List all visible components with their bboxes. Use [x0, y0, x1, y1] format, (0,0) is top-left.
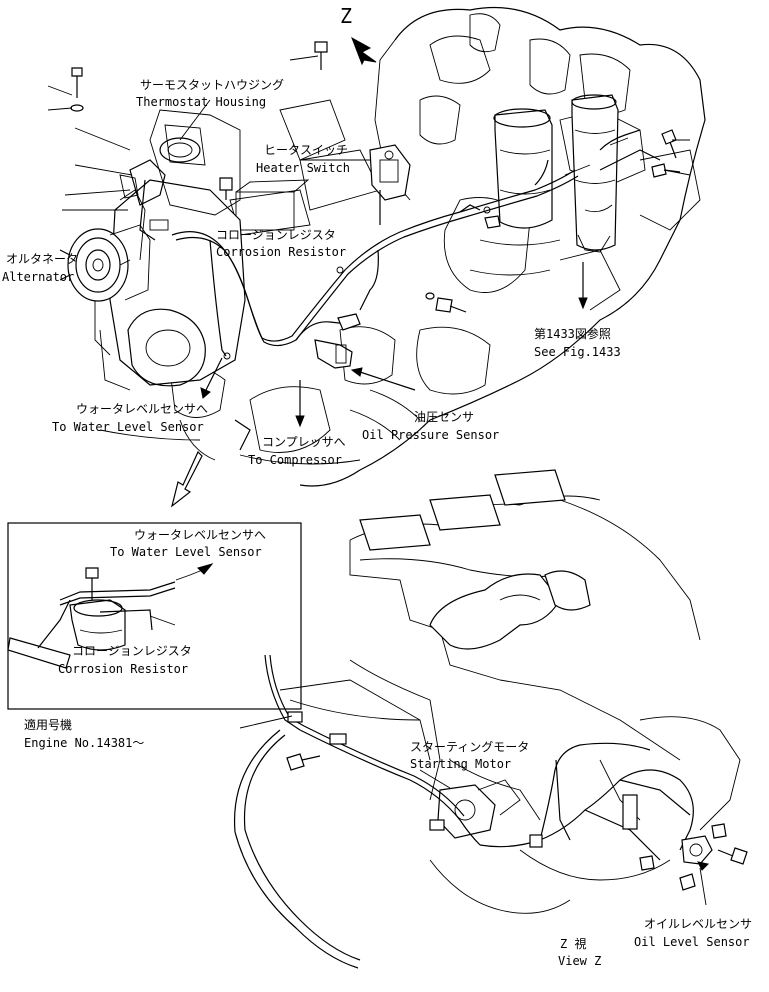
oil-level-sensor-part: [681, 835, 713, 865]
applicable-label-jp: 適用号機: [24, 718, 73, 732]
oil-level-label-jp: オイルレベルセンサ: [644, 917, 753, 931]
heater-switch-label-jp: ヒータスイッチ: [264, 143, 349, 157]
oil-level-label-en: Oil Level Sensor: [634, 935, 750, 949]
leader-lines-top: [47, 55, 691, 266]
oil-pressure-label-jp: 油圧センサ: [414, 410, 475, 424]
starting-motor-label-en: Starting Motor: [410, 757, 512, 771]
top-engine-assembly: [59, 6, 706, 487]
wiring-harness-top: [171, 129, 661, 360]
compressor-label-en: To Compressor: [248, 453, 342, 467]
view-z-assembly: [233, 469, 748, 969]
heater-switch-part: [369, 144, 411, 201]
inset-corrosion-label-en: Corrosion Resistor: [58, 662, 189, 676]
oil-pressure-sensor-part: [314, 313, 361, 369]
thermostat-label-jp: サーモスタットハウジング: [140, 78, 285, 92]
inset-water-level-label-en: To Water Level Sensor: [110, 545, 262, 559]
view-z-label-jp: Z 視: [560, 937, 587, 951]
inset-pointer-arrow: [170, 450, 203, 508]
water-level-label-en: To Water Level Sensor: [52, 420, 204, 434]
alternator-label-en: Alternator: [2, 270, 75, 284]
water-level-label-jp: ウォータレベルセンサへ: [76, 402, 209, 416]
heater-switch-label-en: Heater Switch: [256, 161, 350, 175]
view-z-label-en: View Z: [558, 954, 602, 968]
alternator-part: [59, 189, 151, 302]
view-z-marker: Z: [340, 4, 353, 28]
applicable-label-en: Engine No.14381〜: [24, 736, 145, 750]
compressor-label-jp: コンプレッサへ: [262, 435, 346, 449]
see-fig-label-jp: 第1433図参照: [534, 327, 611, 341]
inset-corrosion-label-jp: コロージョンレジスタ: [72, 644, 192, 658]
corrosion-resistor-label-en: Corrosion Resistor: [216, 245, 347, 259]
alternator-label-jp: オルタネータ: [6, 252, 79, 266]
thermostat-label-en: Thermostat Housing: [136, 95, 267, 109]
inset-water-level-label-jp: ウォータレベルセンサへ: [134, 528, 267, 542]
corrosion-resistor-label-jp: コロージョンレジスタ: [216, 228, 336, 242]
starting-motor-label-jp: スターティングモータ: [410, 740, 530, 754]
see-fig-label-en: See Fig.1433: [534, 345, 621, 359]
oil-pressure-label-en: Oil Pressure Sensor: [362, 428, 500, 442]
inset-panel: [7, 522, 302, 710]
